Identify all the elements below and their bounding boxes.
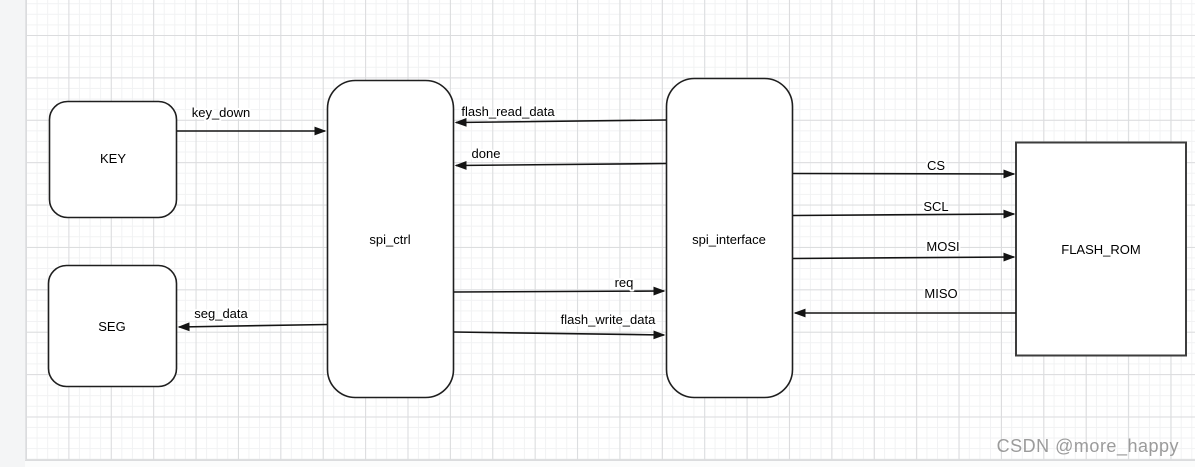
- signal-done[interactable]: done: [454, 144, 667, 170]
- signal-miso-label: MISO: [924, 286, 957, 301]
- block-spi-interface-label: spi_interface: [692, 232, 766, 247]
- signal-seg-data[interactable]: seg_data: [177, 304, 328, 332]
- signal-flash-write-data[interactable]: flash_write_data: [453, 310, 666, 340]
- block-flash-rom[interactable]: FLASH_ROM: [1015, 141, 1187, 357]
- signal-miso[interactable]: MISO: [793, 284, 1016, 318]
- signal-flash-read-data-label: flash_read_data: [461, 104, 555, 119]
- signal-scl-label: SCL: [923, 199, 948, 214]
- signal-scl[interactable]: SCL: [792, 197, 1016, 219]
- block-flash-rom-label: FLASH_ROM: [1061, 242, 1140, 257]
- block-key-label: KEY: [100, 151, 126, 166]
- signal-key-down-label: key_down: [192, 105, 251, 120]
- signal-seg-data-label: seg_data: [194, 306, 248, 321]
- signal-mosi[interactable]: MOSI: [792, 237, 1016, 262]
- block-spi-ctrl[interactable]: spi_ctrl: [326, 79, 455, 399]
- block-key[interactable]: KEY: [48, 100, 178, 219]
- signal-mosi-label: MOSI: [926, 239, 959, 254]
- signal-key-down[interactable]: key_down: [177, 103, 327, 136]
- signal-req[interactable]: req: [453, 273, 666, 296]
- block-spi-ctrl-label: spi_ctrl: [369, 232, 410, 247]
- signal-done-label: done: [472, 146, 501, 161]
- signal-cs[interactable]: CS: [792, 156, 1016, 179]
- signal-cs-label: CS: [927, 158, 945, 173]
- signal-req-label: req: [615, 275, 634, 290]
- canvas-bottom-margin: [25, 460, 1195, 467]
- block-seg[interactable]: SEG: [47, 264, 178, 388]
- block-seg-label: SEG: [98, 319, 125, 334]
- csdn-watermark: CSDN @more_happy: [996, 436, 1179, 456]
- signal-flash-read-data[interactable]: flash_read_data: [454, 102, 667, 127]
- canvas-left-margin: [0, 0, 26, 467]
- signal-flash-write-data-label: flash_write_data: [561, 312, 656, 327]
- block-spi-interface[interactable]: spi_interface: [665, 77, 794, 399]
